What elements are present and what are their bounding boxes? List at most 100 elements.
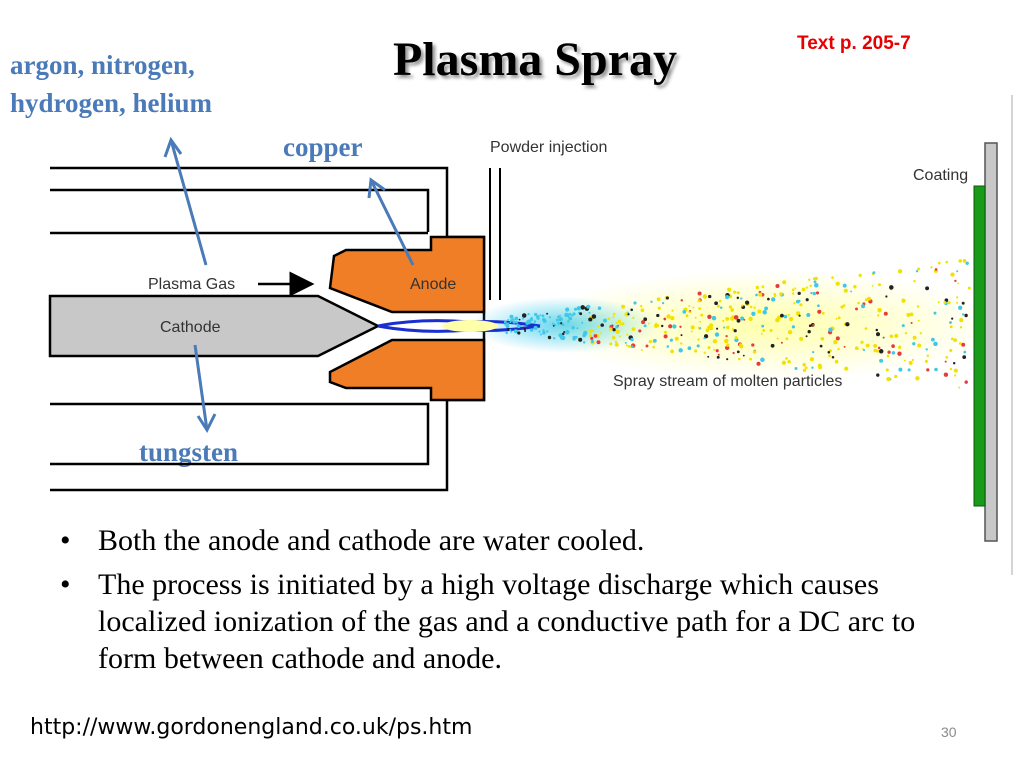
spray-particle <box>643 317 648 322</box>
spray-particle <box>571 314 574 317</box>
spray-particle <box>915 376 920 381</box>
spray-particle <box>509 314 514 319</box>
spray-particle <box>781 360 787 365</box>
spray-particle <box>799 336 804 341</box>
spray-particle <box>954 279 957 283</box>
spray-particle <box>615 321 618 325</box>
spray-particle <box>719 306 723 309</box>
spray-particle <box>952 361 956 365</box>
spray-particle <box>680 342 683 345</box>
powder-injection-label: Powder injection <box>490 139 607 156</box>
spray-particle <box>519 324 522 327</box>
spray-particle <box>926 368 930 372</box>
spray-particle <box>810 291 813 295</box>
spray-particle <box>626 333 629 336</box>
spray-particle <box>855 307 858 311</box>
spray-particle <box>557 315 560 319</box>
spray-particle <box>959 326 963 329</box>
spray-particle <box>668 324 673 329</box>
spray-particle <box>891 351 896 355</box>
spray-particle <box>961 313 965 316</box>
spray-particle <box>731 328 735 331</box>
spray-particle <box>749 357 752 361</box>
spray-particle <box>619 323 622 326</box>
bullet-item: The process is initiated by a high volta… <box>58 566 978 677</box>
spray-particle <box>593 334 598 338</box>
cathode-label: Cathode <box>160 319 221 336</box>
spray-particle <box>843 288 848 293</box>
spray-particle <box>621 322 625 326</box>
spray-particle <box>817 304 820 308</box>
spray-particle <box>653 338 657 343</box>
spray-particle <box>767 297 770 301</box>
spray-particle <box>732 351 735 355</box>
spray-particle <box>949 325 953 329</box>
spray-particle <box>722 319 725 322</box>
spray-particle <box>912 342 916 346</box>
spray-particle <box>736 350 740 354</box>
spray-particle <box>697 299 701 303</box>
spray-particle <box>773 293 777 296</box>
spray-particle <box>546 330 549 333</box>
spray-particle <box>617 319 622 324</box>
spray-particle <box>576 306 582 311</box>
spray-particle <box>653 323 659 328</box>
molten-particles <box>503 259 971 389</box>
spray-particle <box>700 313 704 317</box>
spray-particle <box>650 300 653 303</box>
spray-particle <box>799 303 803 307</box>
spray-particle <box>965 261 969 265</box>
spray-particle <box>898 345 902 349</box>
anode-label: Anode <box>410 276 456 293</box>
gas-arrow-line <box>169 139 208 266</box>
spray-particle <box>748 316 753 322</box>
spray-particle <box>785 337 789 341</box>
spray-particle <box>787 330 793 335</box>
spray-particle <box>506 322 510 326</box>
spray-particle <box>690 325 695 330</box>
spray-particle <box>703 334 709 339</box>
spray-particle <box>761 324 765 328</box>
spray-particle <box>615 325 619 329</box>
spray-particle <box>716 304 720 308</box>
spray-particle <box>539 314 542 317</box>
spray-particle <box>877 307 882 313</box>
spray-particle <box>663 330 668 334</box>
spray-particle <box>563 331 566 333</box>
spray-particle <box>509 328 512 332</box>
spray-particle <box>797 291 801 296</box>
source-url: http://www.gordonengland.co.uk/ps.htm <box>30 715 473 740</box>
spray-particle <box>883 311 888 316</box>
spray-particle <box>779 292 783 296</box>
spray-particle <box>925 348 928 351</box>
spray-particle <box>583 330 588 336</box>
spray-particle <box>547 335 552 340</box>
spray-particle <box>913 280 916 283</box>
spray-particle <box>680 334 683 337</box>
spray-particle <box>924 359 928 363</box>
spray-particle <box>564 312 569 318</box>
spray-particle <box>733 329 737 333</box>
spray-particle <box>760 332 763 335</box>
spray-particle <box>937 301 940 304</box>
spray-particle <box>860 340 864 344</box>
spray-particle <box>517 331 521 335</box>
spray-particle <box>546 312 549 315</box>
spray-particle <box>898 367 903 372</box>
spray-particle <box>828 327 833 333</box>
spray-particle <box>755 293 758 297</box>
spray-particle <box>591 314 597 319</box>
spray-particle <box>865 343 870 348</box>
spray-particle <box>808 278 811 281</box>
spray-particle <box>533 325 538 331</box>
spray-particle <box>648 339 652 344</box>
spray-particle <box>953 368 958 373</box>
plasma-gases-label: argon, nitrogen, hydrogen, helium <box>10 46 212 122</box>
spray-particle <box>541 314 545 318</box>
spray-particle <box>804 366 808 370</box>
spray-particle <box>534 312 538 317</box>
anode-lower <box>328 338 486 402</box>
spray-particle <box>685 314 689 318</box>
spray-particle <box>876 373 880 377</box>
spray-particle <box>934 268 938 271</box>
